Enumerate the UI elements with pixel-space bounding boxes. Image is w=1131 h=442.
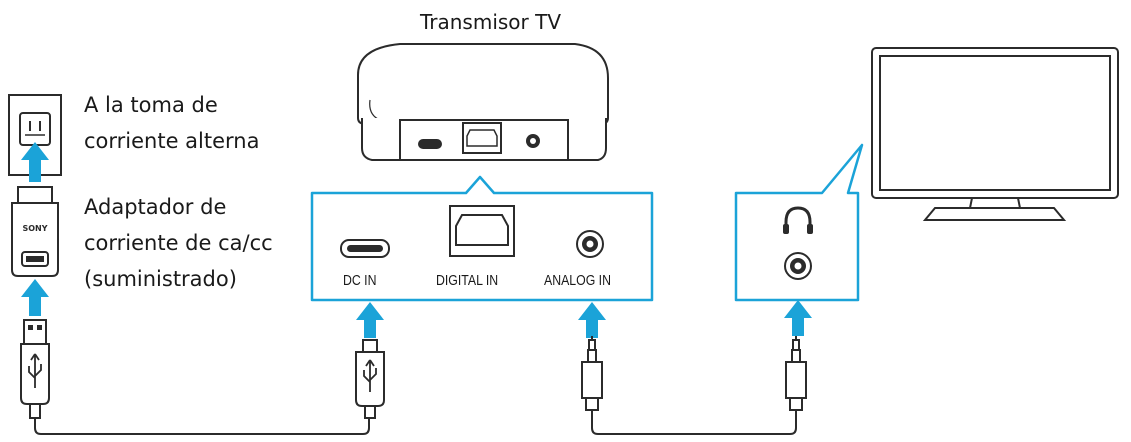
audio-plug-icon [581,336,603,411]
arrow-up-icon [21,142,49,182]
outlet-label-line2: corriente alterna [84,129,260,153]
transmitter-ports-callout [310,175,654,302]
tv-headphone-callout [734,143,864,302]
audio-cable [591,410,797,435]
adapter-label-line2: corriente de ca/cc [84,231,273,255]
usb-a-plug-icon [20,319,50,419]
ac-adapter-icon: SONY [11,186,59,277]
adapter-label-line3: (suministrado) [84,267,237,291]
micro-usb-plug-icon [355,339,385,419]
tv-icon [871,47,1119,221]
arrow-up-icon [784,300,812,336]
svg-text:SONY: SONY [22,224,47,233]
outlet-label-line1: A la toma de [84,93,218,117]
arrow-up-icon [578,302,606,338]
digital-in-label: DIGITAL IN [436,272,499,289]
transmitter-device-icon [357,43,609,161]
adapter-label-line1: Adaptador de [84,195,227,219]
arrow-up-icon [356,302,384,338]
analog-in-label: ANALOG IN [544,272,611,289]
arrow-up-icon [21,279,49,316]
headphone-icon [783,206,813,234]
usb-cable [34,418,370,435]
dc-in-label: DC IN [343,272,377,289]
transmitter-title: Transmisor TV [420,10,562,34]
audio-plug-icon [785,336,807,411]
